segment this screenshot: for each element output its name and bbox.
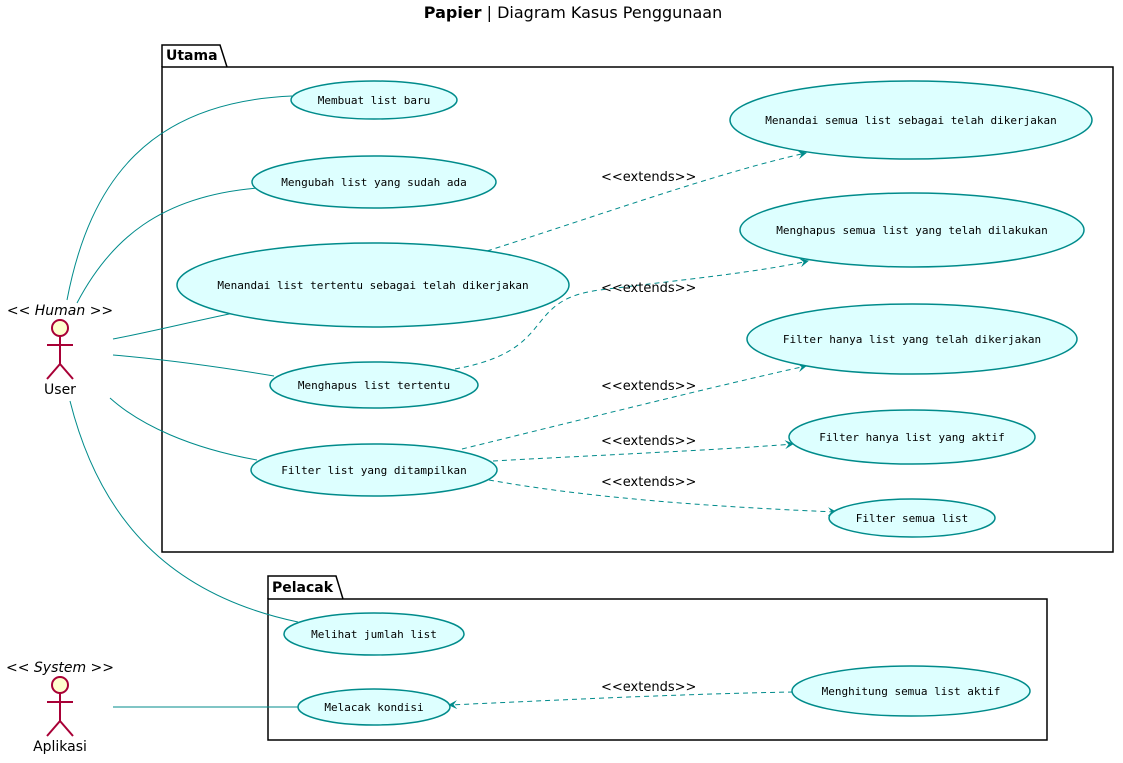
actor-stereotype: << Human >> [7, 303, 113, 319]
extends-uc13-uc12 [448, 691, 794, 710]
extends-uc4-uc7 [454, 258, 809, 370]
extends-uc5-uc9 [492, 440, 794, 462]
package-utama: Utama [161, 44, 1114, 553]
usecase-filter-semua[interactable]: Filter semua list [828, 498, 996, 538]
usecase-label: Menandai list tertentu sebagai telah dik… [217, 279, 528, 292]
extends-links [448, 150, 837, 710]
assoc-user-uc5 [109, 397, 258, 461]
usecase-menghapus-semua-list[interactable]: Menghapus semua list yang telah dilakuka… [739, 192, 1085, 268]
extends-labels: <<extends>> <<extends>> <<extends>> <<ex… [601, 170, 696, 695]
usecase-menghitung-list-aktif[interactable]: Menghitung semua list aktif [791, 665, 1031, 717]
usecase-filter-dikerjakan[interactable]: Filter hanya list yang telah dikerjakan [746, 303, 1078, 375]
actor-aplikasi[interactable]: << System >> Aplikasi [6, 660, 114, 755]
assoc-user-uc3 [112, 312, 235, 340]
usecase-label: Filter hanya list yang telah dikerjakan [783, 333, 1041, 346]
extends-uc5-uc8 [461, 363, 807, 450]
usecase-label: Mengubah list yang sudah ada [281, 176, 466, 189]
extends-label-uc5-uc9: <<extends>> [601, 434, 696, 449]
usecase-label: Filter list yang ditampilkan [281, 464, 466, 477]
extends-uc3-uc6 [486, 150, 807, 252]
usecase-melihat-jumlah-list[interactable]: Melihat jumlah list [283, 612, 465, 656]
usecase-label: Membuat list baru [318, 94, 431, 107]
extends-label-uc5-uc10: <<extends>> [601, 475, 696, 490]
actor-name: Aplikasi [33, 739, 87, 755]
package-pelacak: Pelacak [267, 575, 1048, 741]
usecase-label: Melihat jumlah list [311, 628, 437, 641]
usecase-label: Menandai semua list sebagai telah dikerj… [765, 114, 1056, 127]
actor-user[interactable]: << Human >> User [7, 303, 113, 398]
usecase-filter-aktif[interactable]: Filter hanya list yang aktif [788, 409, 1036, 465]
diagram-title-rest: | Diagram Kasus Penggunaan [482, 3, 723, 22]
usecase-mengubah-list[interactable]: Mengubah list yang sudah ada [251, 155, 497, 209]
usecase-menghapus-list-tertentu[interactable]: Menghapus list tertentu [269, 361, 479, 409]
usecase-label: Filter semua list [856, 512, 969, 525]
usecase-filter-list[interactable]: Filter list yang ditampilkan [250, 443, 498, 497]
actor-stereotype: << System >> [6, 660, 114, 676]
usecase-menandai-semua-list[interactable]: Menandai semua list sebagai telah dikerj… [729, 80, 1093, 160]
diagram-title-bold: Papier [424, 3, 482, 22]
association-links [66, 95, 299, 708]
extends-label-uc5-uc8: <<extends>> [601, 379, 696, 394]
actor-figure-icon [46, 319, 74, 380]
usecase-membuat-list-baru[interactable]: Membuat list baru [290, 80, 458, 120]
usecases: Membuat list baru Mengubah list yang sud… [176, 80, 1093, 726]
extends-uc5-uc10 [488, 479, 837, 517]
usecase-label: Melacak kondisi [324, 701, 423, 714]
assoc-user-uc11 [69, 400, 299, 623]
assoc-user-uc4 [112, 354, 275, 377]
package-label-pelacak: Pelacak [272, 580, 334, 596]
usecase-label: Menghapus semua list yang telah dilakuka… [776, 224, 1048, 237]
usecase-menandai-list-tertentu[interactable]: Menandai list tertentu sebagai telah dik… [176, 242, 570, 328]
package-label-utama: Utama [166, 48, 218, 64]
extends-label-uc3-uc6: <<extends>> [601, 170, 696, 185]
assoc-user-uc2 [76, 187, 259, 304]
usecase-label: Filter hanya list yang aktif [819, 431, 1004, 444]
extends-label-uc4-uc7: <<extends>> [601, 281, 696, 296]
diagram-title: Papier | Diagram Kasus Penggunaan [424, 3, 722, 22]
actor-name: User [44, 382, 76, 398]
extends-label-uc13-uc12: <<extends>> [601, 680, 696, 695]
assoc-user-uc1 [66, 95, 293, 301]
actor-figure-icon [46, 676, 74, 737]
usecase-label: Menghitung semua list aktif [822, 685, 1001, 698]
usecase-label: Menghapus list tertentu [298, 379, 450, 392]
usecase-melacak-kondisi[interactable]: Melacak kondisi [297, 688, 451, 726]
